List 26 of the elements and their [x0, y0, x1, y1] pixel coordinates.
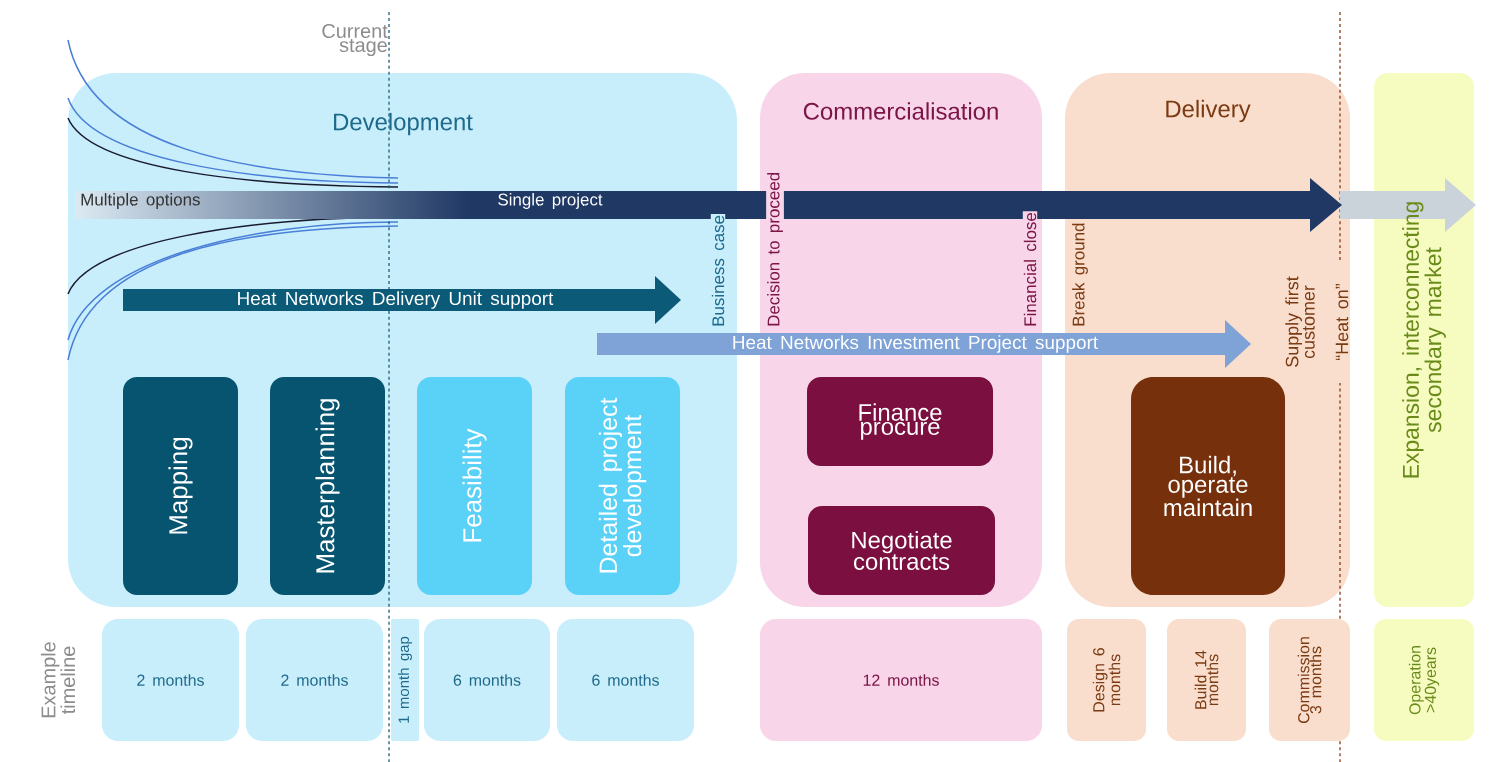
stage-box: Build, operate maintain [1131, 377, 1285, 595]
timeline-box: 1 month gap [391, 619, 419, 741]
stage-marker-label: Current stage [322, 23, 388, 57]
timeline-box: 6 months [424, 619, 550, 741]
row-label: Example timeline [40, 642, 76, 718]
timeline-box: Build 14 months [1167, 619, 1246, 741]
stage-box: Mapping [123, 377, 238, 595]
stage-box: Masterplanning [270, 377, 385, 595]
banner-text: Multiple options [81, 193, 200, 209]
timeline-box: 6 months [557, 619, 694, 741]
stage-box: Negotiate contracts [808, 506, 995, 595]
timeline-box: 12 months [760, 619, 1042, 741]
timeline-box: 2 months [102, 619, 239, 741]
banner-text: Heat Networks Delivery Unit support [238, 291, 554, 309]
stage-box: Detailed project development [565, 377, 680, 595]
timeline-box: Design 6 months [1067, 619, 1146, 741]
stage-box: Finance procure [807, 377, 993, 466]
timeline-box: Operation >40years [1374, 619, 1474, 741]
panel-label: Expansion, interconnecting secondary market [1402, 202, 1446, 478]
phase-panel [1374, 73, 1474, 607]
stage-box: Feasibility [417, 377, 532, 595]
milestone-label: Decision to proceed [766, 170, 784, 328]
milestone-label: Break ground [1071, 221, 1089, 328]
banner-text: Single project [498, 193, 603, 209]
timeline-box: 2 months [246, 619, 383, 741]
milestone-label: Supply first customer [1285, 276, 1315, 367]
